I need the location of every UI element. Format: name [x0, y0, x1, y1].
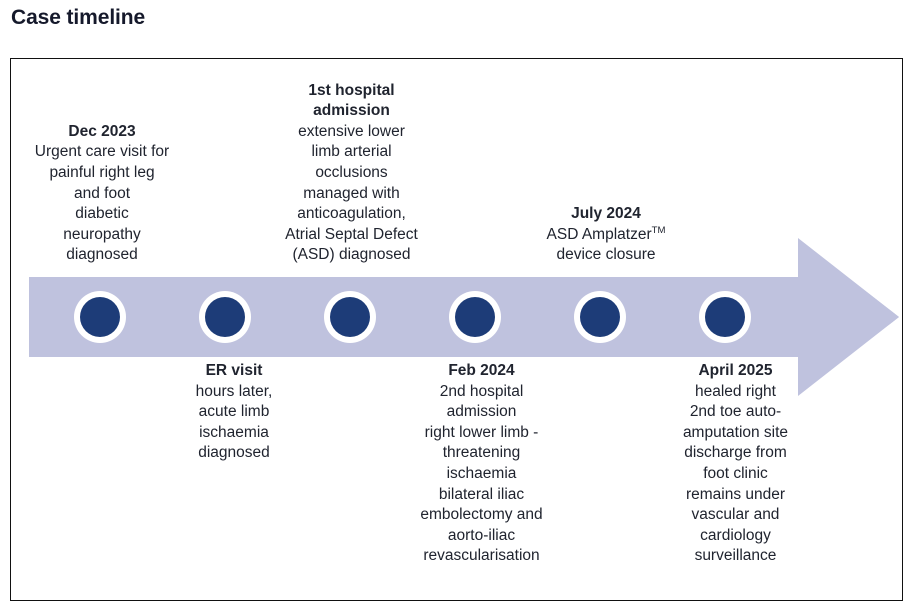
timeline-marker-dot [705, 297, 745, 337]
event-body: 2nd hospital admission right lower limb … [420, 382, 543, 565]
timeline-marker-5[interactable] [574, 291, 626, 343]
timeline-event-april-2025: April 2025 healed right 2nd toe auto- am… [648, 361, 823, 567]
timeline-event-1st-hospital-admission: 1st hospital admission extensive lower l… [254, 81, 449, 266]
timeline-marker-2[interactable] [199, 291, 251, 343]
event-body: Urgent care visit for painful right leg … [34, 143, 170, 264]
event-body: hours later, acute limb ischaemia diagno… [195, 382, 273, 462]
timeline-event-july-2024: July 2024 ASD AmplatzerTM device closure [511, 204, 701, 266]
event-heading: ER visit [205, 362, 263, 379]
timeline-marker-3[interactable] [324, 291, 376, 343]
event-body-line2: device closure [556, 246, 656, 264]
timeline-stage: Dec 2023 Urgent care visit for painful r… [11, 59, 904, 602]
timeline-marker-dot [455, 297, 495, 337]
event-body-line1: ASD Amplatzer [546, 225, 652, 243]
event-heading: 1st hospital admission [308, 81, 395, 120]
timeline-marker-4[interactable] [449, 291, 501, 343]
timeline-marker-dot [330, 297, 370, 337]
page-title: Case timeline [11, 6, 146, 29]
timeline-event-feb-2024: Feb 2024 2nd hospital admission right lo… [389, 361, 574, 567]
timeline-marker-6[interactable] [699, 291, 751, 343]
timeline-event-er-visit: ER visit hours later, acute limb ischaem… [159, 361, 309, 464]
timeline-marker-dot [580, 297, 620, 337]
timeline-marker-dot [80, 297, 120, 337]
event-body: ASD AmplatzerTM device closure [511, 225, 701, 266]
event-heading: Feb 2024 [448, 362, 515, 379]
trademark-symbol: TM [651, 224, 666, 236]
event-heading: July 2024 [571, 205, 641, 223]
event-heading: April 2025 [698, 362, 773, 379]
timeline-marker-dot [205, 297, 245, 337]
timeline-event-dec-2023: Dec 2023 Urgent care visit for painful r… [17, 122, 187, 266]
timeline-card: Dec 2023 Urgent care visit for painful r… [10, 58, 903, 601]
timeline-marker-1[interactable] [74, 291, 126, 343]
event-body: extensive lower limb arterial occlusions… [285, 122, 418, 264]
event-heading: Dec 2023 [68, 122, 136, 140]
event-body: healed right 2nd toe auto- amputation si… [682, 382, 789, 565]
